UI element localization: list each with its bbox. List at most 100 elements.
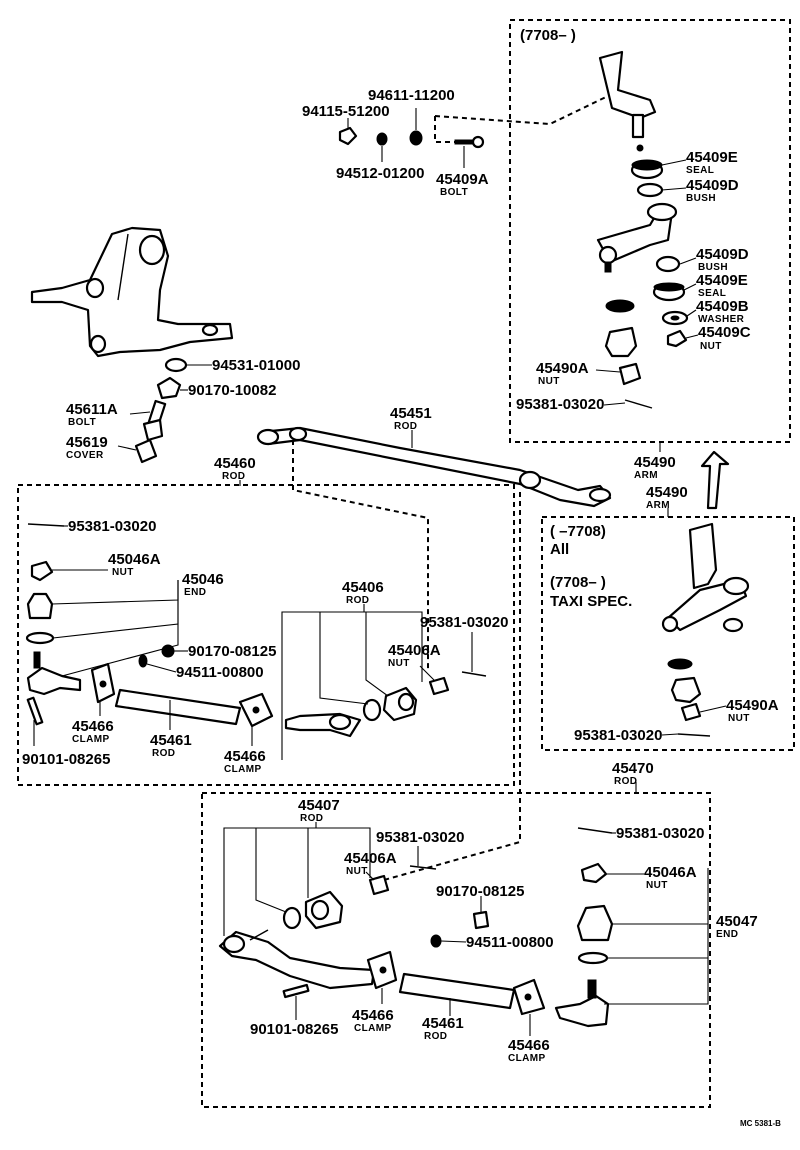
clamp-45466-bottom-1: [366, 950, 398, 990]
leader-45047-ring: [607, 924, 709, 959]
leader-45490A-1: [595, 369, 621, 373]
label-45490A-2: 45490A: [726, 697, 779, 714]
nut-45490A-top: [618, 362, 642, 386]
desc-45611A: BOLT: [68, 417, 96, 428]
right-condition-1: ( –7708): [550, 523, 606, 540]
label-45619: 45619: [66, 434, 108, 451]
nut-90170-10082: [156, 376, 182, 400]
idler-arm-alt: [661, 522, 750, 633]
desc-45406A-1: NUT: [388, 658, 410, 669]
label-90170-08125-1: 90170-08125: [188, 643, 276, 660]
desc-45470: ROD: [614, 776, 637, 787]
tie-rod-end-45047: [554, 979, 610, 1028]
desc-45409D-2: BUSH: [698, 262, 728, 273]
bolt-dash-connector: [434, 116, 455, 143]
leader-45046-end: [61, 580, 179, 677]
nut-94531: [164, 357, 188, 373]
label-45046: 45046: [182, 571, 224, 588]
desc-45466-1: CLAMP: [72, 734, 110, 745]
clamp-45466-bottom-2: [512, 978, 546, 1016]
cotter-pin-low-right: [577, 827, 613, 834]
label-45461-2: 45461: [422, 1015, 464, 1032]
desc-45409E-2: SEAL: [698, 288, 726, 299]
dust-cover-alt: [670, 676, 702, 704]
label-95381-lowright: 95381-03020: [616, 825, 704, 842]
leader-94511-1: [146, 663, 177, 673]
rod-45407-dash-connector: [383, 492, 521, 881]
label-45466-3: 45466: [352, 1007, 394, 1024]
label-45466-2: 45466: [224, 748, 266, 765]
leader-45409D-1: [661, 187, 687, 191]
seal-45409E-lower: [652, 282, 686, 302]
leader-45407-bracket: [223, 827, 371, 936]
label-94115-51200: 94115-51200: [302, 103, 390, 120]
label-45406-1: 45406: [342, 579, 384, 596]
desc-45047: END: [716, 929, 738, 940]
label-45409B: 45409B: [696, 298, 749, 315]
nut-90170-08125-right: [472, 910, 490, 930]
label-45461-1: 45461: [150, 732, 192, 749]
clamp-45466-left-2: [238, 692, 274, 728]
clamp-45466-left: [90, 662, 116, 704]
cover-45619: [134, 438, 158, 464]
diagram-id: MC 5381-B: [740, 1119, 781, 1128]
left-rod-group-box: [17, 484, 515, 786]
cotter-pin-top: [624, 399, 653, 409]
desc-45466-3: CLAMP: [354, 1023, 392, 1034]
nut-94115: [338, 126, 358, 146]
desc-45409E-1: SEAL: [686, 165, 714, 176]
bolt-90101-left: [26, 696, 44, 726]
leader-45611A: [129, 411, 151, 415]
desc-45461-2: ROD: [424, 1031, 447, 1042]
label-45409E-1: 45409E: [686, 149, 738, 166]
desc-45490A-2: NUT: [728, 713, 750, 724]
label-90170-08125-2: 90170-08125: [436, 883, 524, 900]
label-45046A-2: 45046A: [644, 864, 697, 881]
bolt-45409A: [454, 135, 485, 149]
label-45466-4: 45466: [508, 1037, 550, 1054]
bush-45409D-top: [636, 182, 664, 198]
leader-45406A-1: [419, 665, 435, 681]
desc-45409A: BOLT: [440, 187, 468, 198]
nut-45490A-alt: [680, 702, 702, 722]
right-arm-group-box: [541, 516, 795, 751]
label-45406A-1: 45406A: [388, 642, 441, 659]
adjusting-tube-45461-right: [398, 972, 516, 1010]
label-95381-left: 95381-03020: [68, 518, 156, 535]
label-45409D-2: 45409D: [696, 246, 749, 263]
desc-45409B: WASHER: [698, 314, 745, 325]
leader-45046-ring: [52, 580, 179, 639]
desc-45490A-1: NUT: [538, 376, 560, 387]
desc-45461-1: ROD: [152, 748, 175, 759]
cotter-pin-mid: [461, 671, 487, 677]
desc-45466-4: CLAMP: [508, 1053, 546, 1064]
desc-45046A-2: NUT: [646, 880, 668, 891]
nut-45046A-right: [580, 862, 608, 884]
desc-45406A-2: NUT: [346, 866, 368, 877]
bolt-45611A: [142, 399, 167, 442]
label-45409C: 45409C: [698, 324, 751, 341]
bolt-90101-right: [282, 983, 310, 999]
cotter-pin-left: [27, 523, 65, 527]
desc-45407: ROD: [300, 813, 323, 824]
nut-45046A-left: [30, 560, 54, 582]
label-45466-1: 45466: [72, 718, 114, 735]
desc-45460: ROD: [222, 471, 245, 482]
top-right-condition: (7708– ): [520, 27, 576, 44]
washer-94512: [376, 132, 388, 146]
leader-45490A-2: [699, 705, 727, 713]
cotter-pin-alt: [677, 733, 711, 737]
label-45460: 45460: [214, 455, 256, 472]
label-45047: 45047: [716, 913, 758, 930]
label-94512-01200: 94512-01200: [336, 165, 424, 182]
desc-45409D-1: BUSH: [686, 193, 716, 204]
dust-boot-left: [26, 592, 54, 620]
top-right-group-box: [509, 19, 791, 443]
nut-94611: [409, 130, 423, 146]
seal-45409E-top: [630, 159, 664, 180]
washer-94511-left: [138, 654, 148, 668]
washer-45409B: [661, 310, 689, 326]
label-94611-11200: 94611-11200: [368, 87, 455, 104]
steering-knuckle: [30, 226, 234, 358]
leader-45409D-2: [679, 257, 697, 265]
